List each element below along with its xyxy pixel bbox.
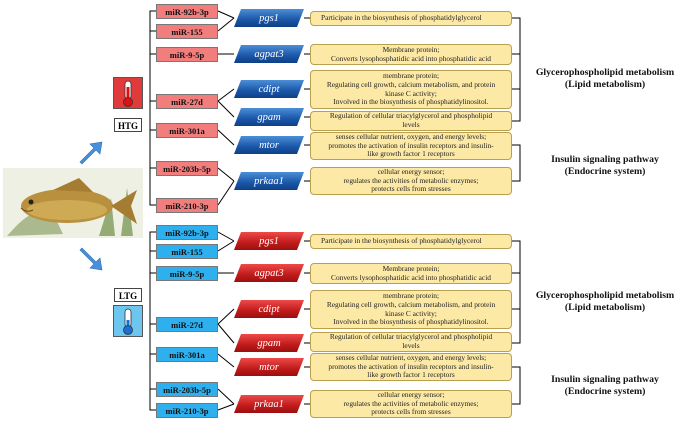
category-subtitle: (Endocrine system)	[564, 166, 646, 177]
ltg-mirna-92b-3p: miR-92b-3p	[156, 225, 218, 240]
ltg-mirna-203b-5p: miR-203b-5p	[156, 382, 218, 397]
desc-line: Involved in the biosynthesis of phosphat…	[333, 97, 489, 107]
ltg-gene-pgs1: pgs1	[234, 232, 304, 250]
ltg-mirna-210-3p: miR-210-3p	[156, 403, 218, 418]
ltg-category-insulin: Insulin signaling pathway (Endocrine sys…	[530, 374, 680, 398]
desc-line: Involved in the biosynthesis of phosphat…	[333, 317, 489, 327]
ltg-gene-cdipt: cdipt	[234, 300, 304, 318]
ltg-mirna-27d: miR-27d	[156, 317, 218, 332]
category-subtitle: (Lipid metabolism)	[564, 302, 646, 313]
ltg-gene-prkaa1: prkaa1	[234, 395, 304, 413]
desc-line: senses cellular nutrient, oxygen, and en…	[335, 132, 487, 142]
ltg-desc-cdipt: membrane protein; Regulating cell growth…	[310, 290, 512, 329]
carp-fish-image	[3, 168, 143, 238]
category-title: Glycerophospholipid metabolism	[535, 290, 675, 301]
desc-line: promotes the activation of insulin recep…	[328, 361, 494, 371]
htg-category-lipid: Glycerophospholipid metabolism (Lipid me…	[530, 67, 680, 91]
desc-line: Converts lysophosphatidic acid into phos…	[331, 53, 491, 63]
desc-line: levels	[402, 120, 420, 129]
htg-desc-gpam: Regulation of cellular triacylglycerol a…	[310, 111, 512, 131]
ltg-mirna-301a: miR-301a	[156, 347, 218, 362]
htg-mirna-27d: miR-27d	[156, 94, 218, 109]
desc-line: kinase C activity;	[385, 308, 437, 318]
ltg-category-lipid: Glycerophospholipid metabolism (Lipid me…	[530, 290, 680, 314]
htg-gene-mtor: mtor	[234, 136, 304, 154]
desc-line: senses cellular nutrient, oxygen, and en…	[335, 353, 487, 363]
ltg-desc-prkaa1: cellular energy sensor; regulates the ac…	[310, 390, 512, 418]
desc-line: Membrane protein;	[382, 44, 440, 54]
htg-mirna-92b-3p: miR-92b-3p	[156, 4, 218, 19]
category-title: Insulin signaling pathway	[551, 154, 659, 165]
desc-line: regulates the activities of metabolic en…	[343, 398, 479, 408]
desc-line: Converts lysophosphatidic acid into phos…	[331, 272, 491, 282]
htg-gene-agpat3: agpat3	[234, 45, 304, 63]
desc-line: Membrane protein;	[382, 263, 440, 273]
ltg-mirna-9-5p: miR-9-5p	[156, 266, 218, 281]
desc-line: protects cells from stresses	[371, 407, 451, 417]
desc-line: protects cells from stresses	[371, 184, 451, 194]
thermometer-hot-icon	[113, 77, 143, 109]
htg-desc-pgs1: Participate in the biosynthesis of phosp…	[310, 11, 512, 26]
htg-mirna-210-3p: miR-210-3p	[156, 198, 218, 213]
up-arrow-icon	[79, 141, 103, 165]
htg-desc-prkaa1: cellular energy sensor; regulates the ac…	[310, 167, 512, 195]
desc-line: Participate in the biosynthesis of phosp…	[321, 13, 482, 23]
htg-mirna-9-5p: miR-9-5p	[156, 47, 218, 62]
ltg-desc-agpat3: Membrane protein; Converts lysophosphati…	[310, 263, 512, 284]
htg-desc-cdipt: membrane protein; Regulating cell growth…	[310, 70, 512, 109]
htg-gene-pgs1: pgs1	[234, 9, 304, 27]
ltg-desc-mtor: senses cellular nutrient, oxygen, and en…	[310, 353, 512, 381]
category-title: Insulin signaling pathway	[551, 374, 659, 385]
ltg-desc-pgs1: Participate in the biosynthesis of phosp…	[310, 234, 512, 249]
desc-line: cellular energy sensor;	[377, 390, 445, 400]
desc-line: Regulating cell growth, calcium metaboli…	[326, 79, 496, 89]
desc-line: like growth factor 1 receptors	[367, 149, 455, 159]
htg-mirna-301a: miR-301a	[156, 123, 218, 138]
thermometer-cold-icon	[113, 305, 143, 337]
ltg-label: LTG	[114, 288, 142, 302]
desc-line: levels	[402, 341, 420, 350]
desc-line: like growth factor 1 receptors	[367, 370, 455, 380]
desc-line: Regulation of cellular triacylglycerol a…	[329, 332, 493, 342]
htg-desc-agpat3: Membrane protein; Converts lysophosphati…	[310, 44, 512, 65]
desc-line: promotes the activation of insulin recep…	[328, 140, 494, 150]
htg-label: HTG	[114, 118, 142, 132]
ltg-gene-gpam: gpam	[234, 334, 304, 352]
htg-gene-prkaa1: prkaa1	[234, 172, 304, 190]
htg-gene-gpam: gpam	[234, 108, 304, 126]
desc-line: membrane protein;	[382, 71, 440, 81]
category-title: Glycerophospholipid metabolism	[535, 67, 675, 78]
ltg-desc-gpam: Regulation of cellular triacylglycerol a…	[310, 332, 512, 352]
desc-line: Regulating cell growth, calcium metaboli…	[326, 299, 496, 309]
ltg-gene-mtor: mtor	[234, 358, 304, 376]
htg-category-insulin: Insulin signaling pathway (Endocrine sys…	[530, 154, 680, 178]
category-subtitle: (Lipid metabolism)	[564, 79, 646, 90]
desc-line: kinase C activity;	[385, 88, 437, 98]
desc-line: membrane protein;	[382, 291, 440, 301]
category-subtitle: (Endocrine system)	[564, 386, 646, 397]
desc-line: Participate in the biosynthesis of phosp…	[321, 236, 482, 246]
htg-mirna-203b-5p: miR-203b-5p	[156, 161, 218, 176]
ltg-gene-agpat3: agpat3	[234, 264, 304, 282]
htg-desc-mtor: senses cellular nutrient, oxygen, and en…	[310, 132, 512, 160]
desc-line: regulates the activities of metabolic en…	[343, 175, 479, 185]
htg-mirna-155: miR-155	[156, 24, 218, 39]
ltg-mirna-155: miR-155	[156, 244, 218, 259]
desc-line: cellular energy sensor;	[377, 167, 445, 177]
down-arrow-icon	[79, 247, 103, 271]
htg-gene-cdipt: cdipt	[234, 80, 304, 98]
desc-line: Regulation of cellular triacylglycerol a…	[329, 111, 493, 121]
